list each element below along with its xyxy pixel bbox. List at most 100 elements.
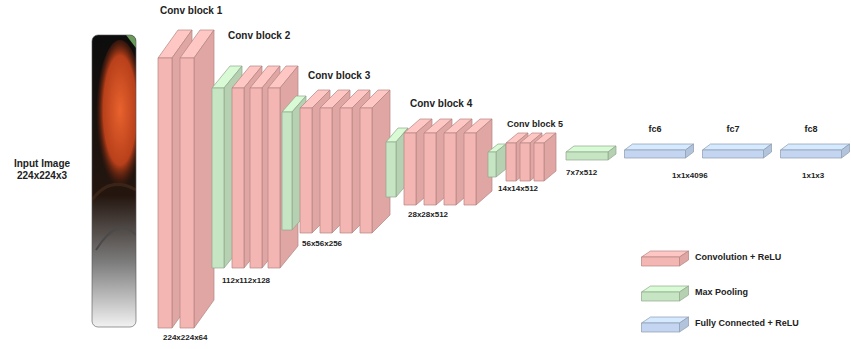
pool-layer-front [566, 152, 608, 160]
block-label: Conv block 1 [160, 5, 222, 17]
conv-layer [250, 66, 280, 268]
conv-layer-front [320, 108, 332, 233]
legend-row: Max Pooling [640, 285, 845, 303]
label-holder: Conv block 5 [507, 119, 563, 129]
dimension-label: 1x1x3 [802, 171, 824, 180]
input-image-contour [96, 228, 136, 250]
label-holder: Conv block 3 [308, 70, 370, 82]
legend-swatch [640, 316, 692, 334]
dimension-label: 112x112x128 [222, 276, 270, 285]
conv-layer-side [244, 66, 262, 268]
fc-slab [703, 144, 772, 158]
conv-layer-front [520, 143, 530, 181]
fc-slab [625, 144, 694, 158]
conv-layer-front [424, 133, 436, 205]
legend-swatch [642, 251, 689, 266]
pool-layer-top [566, 146, 616, 152]
conv-layer [534, 133, 556, 181]
conv-layer-front [300, 108, 312, 233]
dimension-label: 224x224x64 [163, 333, 208, 342]
label-holder: Conv block 4 [410, 98, 472, 110]
legend-swatch-front [642, 292, 680, 301]
fc-slab-top [625, 144, 694, 150]
conv-layer [360, 90, 390, 233]
legend-row: Fully Connected + ReLU [640, 316, 845, 334]
conv-layer-front [180, 58, 194, 328]
pool-layer [488, 144, 506, 177]
legend-swatch-front [642, 323, 680, 332]
fc-slab-front [781, 150, 842, 158]
block-label: Conv block 3 [308, 70, 370, 82]
input-image-border [92, 35, 136, 327]
pool-layer-front [386, 142, 396, 197]
pool-layer-front [488, 152, 496, 177]
input-label: Input Image 224x224x3 [3, 158, 81, 181]
fc-layer: fc8 [780, 124, 850, 160]
dimension-label: 7x7x512 [566, 168, 597, 177]
pool-layer-side [496, 144, 506, 177]
dimension-label: 28x28x512 [408, 210, 448, 219]
conv-layer-front [268, 88, 280, 268]
label-holder: 112x112x128 [222, 276, 270, 285]
legend-swatch [640, 285, 692, 303]
fc-slab-front [625, 150, 686, 158]
label-holder: 7x7x512 [566, 168, 597, 177]
fc-slab-top [703, 144, 772, 150]
input-image-contour [92, 184, 136, 200]
legend-swatch-side [680, 251, 689, 266]
block-label: Conv block 4 [410, 98, 472, 110]
conv-layer [232, 66, 262, 268]
conv-layer-front [444, 133, 456, 205]
fc-slab [781, 144, 850, 158]
legend-swatch-front [642, 257, 680, 266]
pool-layer [566, 146, 616, 160]
conv-layer-side [544, 133, 556, 181]
label-holder: 1x1x4096 [672, 171, 708, 180]
input-image-region [96, 40, 136, 196]
label-holder: Input Image 224x224x3 [3, 158, 81, 181]
legend-swatch-side [680, 317, 689, 332]
layer-name: fc6 [624, 124, 694, 134]
pool-layer-front [212, 88, 224, 268]
conv-layer [180, 30, 214, 328]
block-label: Conv block 5 [507, 119, 563, 129]
conv-layer-front [404, 133, 416, 205]
conv-layer-side [194, 30, 214, 328]
conv-layer-front [464, 133, 476, 205]
conv-layer-side [262, 66, 280, 268]
legend-swatch [642, 286, 689, 301]
legend-text: Max Pooling [695, 287, 748, 297]
layer-name: fc7 [702, 124, 772, 134]
fc-slab-side [764, 144, 772, 158]
fc-slab-front [703, 150, 764, 158]
dimension-label: 1x1x4096 [672, 171, 708, 180]
layer-slabs [158, 30, 616, 328]
conv-layer-front [360, 108, 372, 233]
legend-swatch [642, 317, 689, 332]
legend-swatch-side [680, 286, 689, 301]
legend-text: Fully Connected + ReLU [695, 318, 799, 328]
pool-layer-front [282, 112, 292, 230]
legend-swatch [640, 250, 692, 268]
fc-slab-top [781, 144, 850, 150]
fc-layer: fc7 [702, 124, 772, 160]
conv-layer-front [158, 58, 172, 328]
input-image [92, 35, 136, 327]
label-holder: 56x56x256 [302, 239, 342, 248]
label-holder: 224x224x64 [163, 333, 208, 342]
label-holder: 1x1x3 [802, 171, 824, 180]
conv-layer-front [232, 88, 244, 268]
layer-name: fc8 [780, 124, 850, 134]
fc-layer: fc6 [624, 124, 694, 160]
label-holder: Conv block 1 [160, 5, 222, 17]
label-holder: 14x14x512 [498, 184, 538, 193]
legend-text: Convolution + ReLU [695, 252, 781, 262]
fc-slab-side [686, 144, 694, 158]
conv-layer-front [534, 143, 544, 181]
legend-row: Convolution + ReLU [640, 250, 845, 268]
conv-layer-front [250, 88, 262, 268]
label-holder: Conv block 2 [228, 30, 290, 42]
conv-layer-front [506, 143, 516, 181]
dimension-label: 14x14x512 [498, 184, 538, 193]
